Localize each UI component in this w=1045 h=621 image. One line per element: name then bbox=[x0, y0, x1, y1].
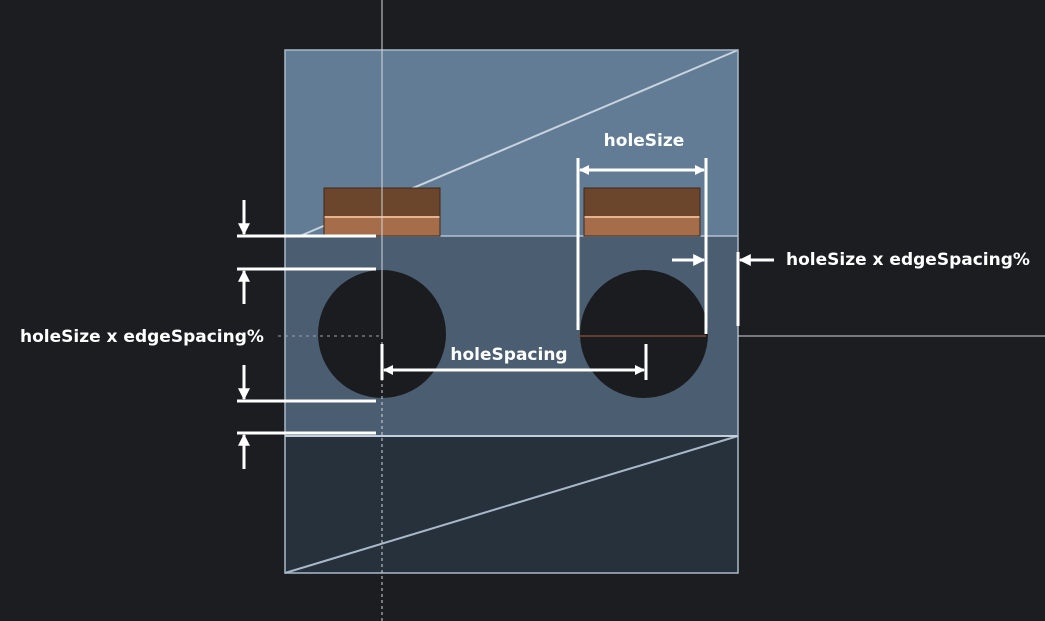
edge-spacing-right-dimension bbox=[672, 252, 774, 326]
hole-spacing-label: holeSpacing bbox=[450, 345, 567, 365]
hole-size-label: holeSize bbox=[604, 131, 685, 151]
edge-spacing-left-label: holeSize x edgeSpacing% bbox=[20, 327, 264, 347]
hole-spacing-dimension bbox=[380, 344, 648, 380]
hole-size-dimension bbox=[576, 158, 708, 334]
brace-board-right bbox=[583, 187, 701, 237]
edge-spacing-left-bottom-dimension bbox=[237, 365, 376, 469]
guide-lines bbox=[278, 0, 1045, 621]
lower-panel-diagonal bbox=[284, 435, 739, 574]
edge-spacing-left-top-dimension bbox=[237, 200, 376, 304]
hole-right bbox=[580, 270, 708, 398]
edge-spacing-right-label: holeSize x edgeSpacing% bbox=[786, 250, 1030, 270]
